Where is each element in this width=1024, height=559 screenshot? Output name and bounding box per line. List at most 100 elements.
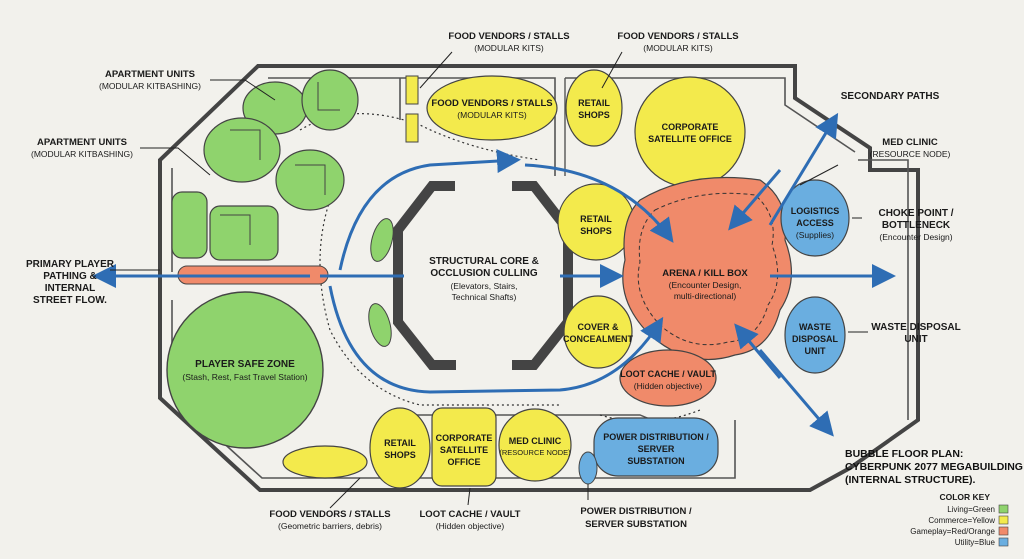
inner-partition-right — [399, 78, 909, 420]
callout-choke-sub: (Encounter Design) — [879, 232, 952, 242]
callout-food-bottom: FOOD VENDORS / STALLS — [269, 509, 390, 520]
callout-food-bottom-sub: (Geometric barriers, debris) — [278, 521, 382, 531]
retail-shops-zone — [565, 69, 623, 147]
color-key-gameplay: Gameplay=Red/Orange — [910, 527, 995, 536]
corp-label-1: CORPORATE — [662, 122, 719, 132]
color-key-swatch-commerce — [998, 515, 1009, 525]
med-title: MED CLINIC — [509, 436, 562, 446]
corp2-label-1: CORPORATE — [436, 433, 493, 443]
callout-power-bottom-2: SERVER SUBSTATION — [585, 519, 687, 530]
color-key-heading: COLOR KEY — [939, 492, 990, 502]
safe-zone-sub: (Stash, Rest, Fast Travel Station) — [182, 372, 307, 382]
safe-zone-title: PLAYER SAFE ZONE — [195, 359, 295, 370]
corporate-office-zone-2 — [431, 407, 497, 487]
retail-shops-zone-3 — [369, 407, 431, 489]
color-key-swatch-living — [998, 504, 1009, 514]
retail-label-1: RETAIL — [578, 98, 610, 108]
primary-path-arrows — [92, 112, 896, 437]
cover-zone — [563, 295, 633, 369]
med-sub: (RESOURCE NODE) — [499, 448, 571, 457]
callout-choke-1: CHOKE POINT / — [878, 208, 953, 219]
callout-secondary-paths: SECONDARY PATHS — [841, 91, 940, 102]
callout-med-clinic-sub: (RESOURCE NODE) — [870, 149, 951, 159]
core-sub-2: Technical Shafts) — [452, 292, 517, 302]
building-outer-wall — [158, 64, 920, 492]
retail2-label-1: RETAIL — [580, 214, 612, 224]
callout-loot-bottom: LOOT CACHE / VAULT — [420, 509, 521, 520]
callout-primary-2: PATHING & — [43, 271, 97, 282]
core-title-2: OCCLUSION CULLING — [430, 268, 537, 279]
food-vendors-title: FOOD VENDORS / STALLS — [431, 98, 552, 109]
callout-primary-3: INTERNAL — [45, 283, 96, 294]
power-distribution-zone — [593, 417, 719, 477]
green-planter — [370, 218, 394, 262]
green-planter — [368, 303, 392, 347]
callout-apartments-1: APARTMENT UNITS — [105, 69, 195, 80]
retail-label-2: SHOPS — [578, 110, 610, 120]
corp2-label-3: OFFICE — [448, 457, 481, 467]
arena-sub-1: (Encounter Design, — [669, 280, 742, 290]
callout-med-clinic: MED CLINIC — [882, 137, 938, 148]
cover-label-1: COVER & — [577, 322, 619, 332]
color-key-commerce: Commerce=Yellow — [928, 516, 995, 525]
food-vendors-sub: (MODULAR KITS) — [457, 110, 527, 120]
callout-primary-4: STREET FLOW. — [33, 295, 107, 306]
retail3-label-2: SHOPS — [384, 450, 416, 460]
callout-waste-1: WASTE DISPOSAL — [871, 322, 960, 333]
food-stall-small — [405, 75, 419, 105]
callout-choke-2: BOTTLENECK — [882, 220, 951, 231]
retail2-label-2: SHOPS — [580, 226, 612, 236]
core-sub-1: (Elevators, Stairs, — [450, 281, 517, 291]
color-key-swatch-utility — [998, 537, 1009, 547]
callout-food-top-2: FOOD VENDORS / STALLS — [617, 31, 738, 42]
retail3-label-1: RETAIL — [384, 438, 416, 448]
callout-waste-2: UNIT — [904, 334, 927, 345]
power-label-3: SUBSTATION — [627, 456, 684, 466]
callout-food-top-2-sub: (MODULAR KITS) — [643, 43, 713, 53]
power-label-2: SERVER — [638, 444, 675, 454]
callout-apartments-2: APARTMENT UNITS — [37, 137, 127, 148]
arena-sub-2: multi-directional) — [674, 291, 737, 301]
arena-dashed-ring — [637, 192, 779, 346]
diagram-title-3: (INTERNAL STRUCTURE). — [845, 474, 976, 486]
callout-loot-bottom-sub: (Hidden objective) — [436, 521, 505, 531]
power-label-1: POWER DISTRIBUTION / — [603, 432, 709, 442]
callout-leaders — [110, 51, 868, 509]
player-safe-zone — [166, 291, 324, 449]
loot-sub: (Hidden objective) — [634, 381, 703, 391]
food-vendors-zone — [426, 75, 558, 141]
corp-label-2: SATELLITE OFFICE — [648, 134, 732, 144]
arena-title: ARENA / KILL BOX — [662, 268, 748, 279]
corp2-label-2: SATELLITE — [440, 445, 488, 455]
apartment-units-cluster — [171, 69, 359, 261]
food-stall-small — [405, 113, 419, 143]
logistics-access-zone — [780, 179, 850, 257]
waste-label-3: UNIT — [805, 346, 826, 356]
color-key-living: Living=Green — [947, 505, 995, 514]
logistics-sub: (Supplies) — [796, 230, 834, 240]
color-key-utility: Utility=Blue — [955, 538, 996, 547]
core-title-1: STRUCTURAL CORE & — [429, 256, 539, 267]
diagram-title-1: BUBBLE FLOOR PLAN: — [845, 448, 963, 460]
callout-primary-1: PRIMARY PLAYER — [26, 259, 115, 270]
corporate-office-zone — [634, 76, 746, 188]
waste-label-1: WASTE — [799, 322, 831, 332]
food-bottom-zone — [282, 445, 368, 479]
callout-food-top: FOOD VENDORS / STALLS — [448, 31, 569, 42]
loot-title: LOOT CACHE / VAULT — [620, 369, 716, 379]
callout-apartments-1-sub: (MODULAR KITBASHING) — [99, 81, 201, 91]
loot-cache-zone — [619, 349, 717, 407]
diagram-title-2: CYBERPUNK 2077 MEGABUILDING — [845, 461, 1023, 473]
cover-label-2: CONCEALMENT — [563, 334, 633, 344]
logistics-label-2: ACCESS — [796, 218, 834, 228]
logistics-label-1: LOGISTICS — [791, 206, 840, 216]
callout-apartments-2-sub: (MODULAR KITBASHING) — [31, 149, 133, 159]
waste-disposal-zone — [784, 296, 846, 374]
color-key: COLOR KEY Living=Green Commerce=Yellow G… — [910, 492, 1009, 547]
med-clinic-zone — [498, 408, 572, 482]
callout-food-top-sub: (MODULAR KITS) — [474, 43, 544, 53]
waste-label-2: DISPOSAL — [792, 334, 839, 344]
utility-small-node — [578, 451, 598, 485]
